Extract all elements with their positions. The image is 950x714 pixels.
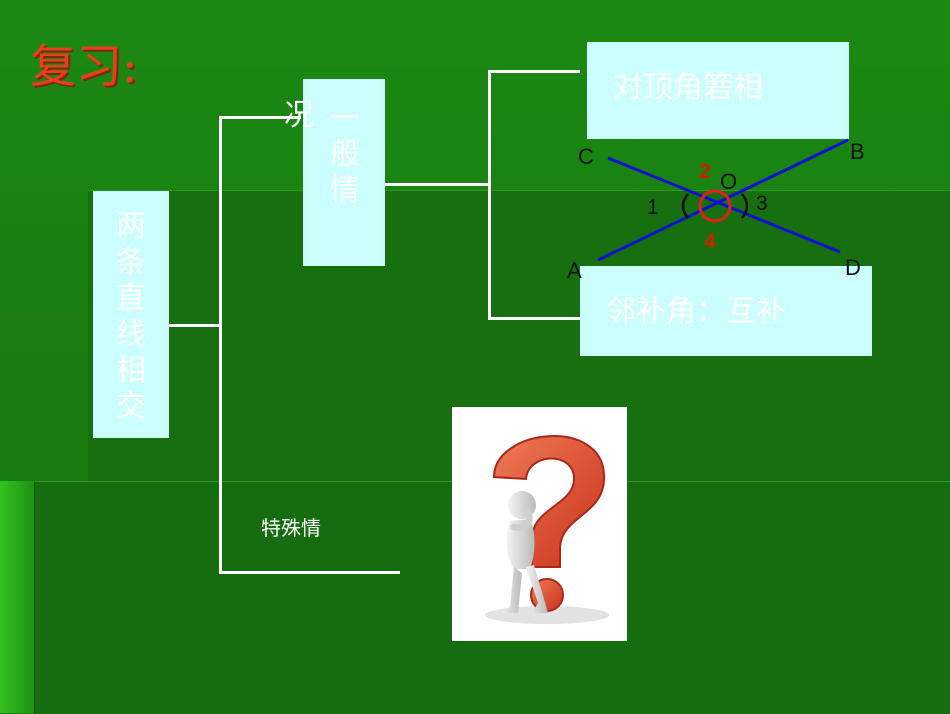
connector-main-vertical [219,116,222,574]
root-box: 两条直线相交 [93,191,169,438]
background-left-glow [0,481,34,713]
angle-number-4: 4 [704,230,716,253]
supplementary-box: 邻补角：互补 [580,266,872,356]
connector-general-out [385,183,490,186]
angle-arc-circle [698,189,732,223]
slide-title: 复习: [30,39,138,93]
angle-number-3: 3 [756,192,768,215]
point-a: A [567,258,582,283]
general-case-side-char: 况 [284,98,314,133]
point-c: C [578,144,594,169]
vertical-angles-box: 对顶角箬相 [587,42,849,139]
question-mark-image [452,407,627,641]
angle-number-1: 1 [647,196,659,219]
connector-to-vertical-angles [488,70,580,73]
root-box-text: 两条直线相交 [116,209,146,424]
special-case-label: 特殊情 [261,516,321,540]
line-ab [597,138,849,262]
point-b: B [850,139,865,164]
intersecting-lines-figure: C B A D O 1 2 3 4 [567,138,865,283]
connector-branch-vertical [488,70,491,320]
angle-arc-left [681,193,689,219]
connector-to-special [219,571,400,574]
point-o: O [720,169,737,194]
angle-number-2: 2 [699,160,711,183]
general-case-box: 一般情 [303,79,385,266]
line-cd [607,156,841,254]
point-d: D [845,255,861,280]
question-mark-person-illustration [485,435,609,624]
angle-arc-right [741,193,749,219]
general-case-text: 一般情 [330,101,360,208]
supplementary-text: 邻补角：互补 [606,294,786,329]
connector-root-stub [168,324,220,327]
connector-to-general [219,116,301,119]
vertical-angles-text: 对顶角箬相 [613,70,763,105]
connector-to-supplementary [488,317,580,320]
